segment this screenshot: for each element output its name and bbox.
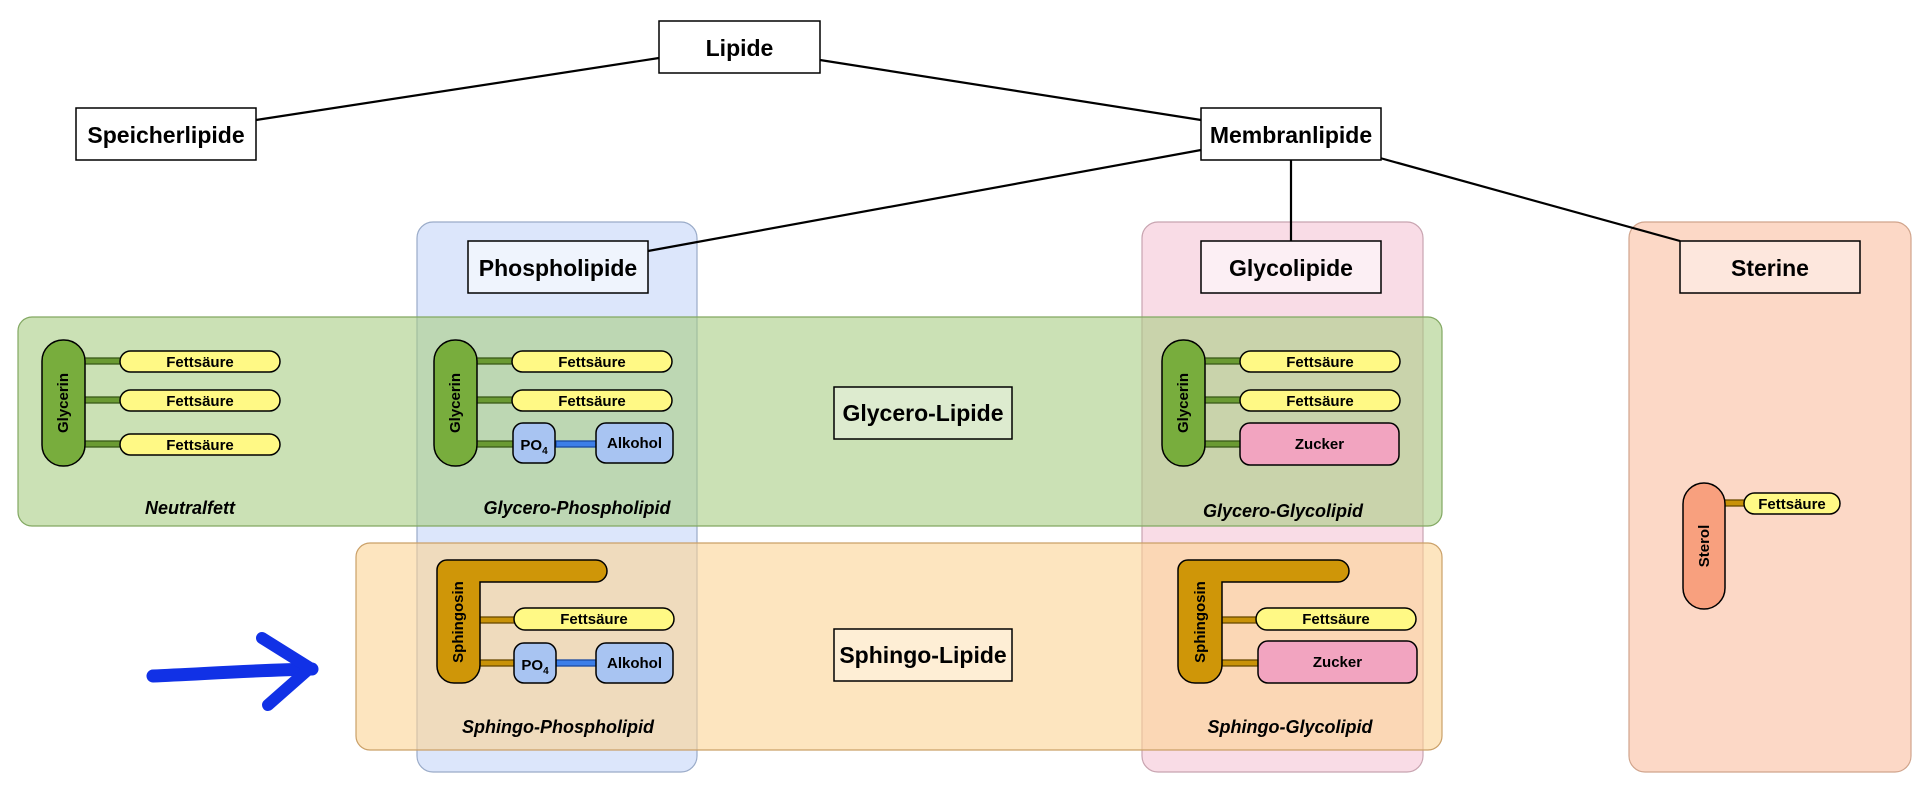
sphingosin-label: Sphingosin	[450, 581, 467, 663]
sphingosin-backbone	[436, 559, 608, 684]
fettsaeure-label: Fettsäure	[558, 354, 626, 371]
phosphate-group	[512, 422, 556, 464]
fettsaeure-chain	[119, 350, 281, 373]
sphingo-glycolipid-caption: Sphingo-Glycolipid	[1208, 717, 1374, 737]
sterol-label: Sterol	[1696, 525, 1713, 568]
glycero-glycolipid-caption: Glycero-Glycolipid	[1203, 501, 1364, 521]
zucker-label: Zucker	[1313, 654, 1362, 671]
lipide-box: Lipide	[658, 20, 821, 74]
hierarchy-connectors	[255, 56, 1681, 253]
fettsaeure-chain	[511, 389, 673, 412]
glycerin-label: Glycerin	[447, 373, 464, 433]
speicherlipide-box: Speicherlipide	[75, 107, 257, 161]
fettsaeure-label: Fettsäure	[1758, 496, 1826, 513]
zucker-group	[1239, 422, 1400, 466]
glycerin-label: Glycerin	[55, 373, 72, 433]
glycero-lipid-band	[17, 316, 1443, 527]
sphingo-glycolipid-molecule: Sphingosin Fettsäure Zucker Sphingo-Glyc…	[1177, 559, 1418, 737]
sphingo-lipide-box: Sphingo-Lipide	[833, 628, 1013, 682]
zucker-group	[1257, 640, 1418, 684]
glycerin-label: Glycerin	[1175, 373, 1192, 433]
neutralfett-caption: Neutralfett	[145, 498, 236, 518]
fettsaeure-label: Fettsäure	[1286, 354, 1354, 371]
sterine-box: Sterine	[1679, 240, 1861, 294]
phosphate-alcohol-link	[555, 659, 599, 667]
fettsaeure-label: Fettsäure	[1302, 611, 1370, 628]
glycero-glycolipid-molecule: Glycerin Fettsäure Fettsäure Zucker Glyc…	[1161, 339, 1401, 521]
glycero-lipide-box: Glycero-Lipide	[833, 386, 1013, 440]
sterine-label: Sterine	[1731, 255, 1809, 281]
fettsaeure-label: Fettsäure	[166, 393, 234, 410]
fettsaeure-chain	[1255, 607, 1417, 631]
fettsaeure-chain	[1239, 350, 1401, 373]
fettsaeure-chain	[119, 389, 281, 412]
fettsaeure-chain	[119, 433, 281, 456]
glycolipide-box: Glycolipide	[1200, 240, 1382, 294]
fettsaeure-label: Fettsäure	[560, 611, 628, 628]
alkohol-group	[595, 642, 674, 684]
phospholipide-box: Phospholipide	[467, 240, 649, 294]
glycerin-backbone	[41, 339, 86, 467]
speicherlipide-label: Speicherlipide	[87, 122, 244, 148]
fettsaeure-label: Fettsäure	[1286, 393, 1354, 410]
fettsaeure-chain	[513, 607, 675, 631]
phosphate-group	[513, 642, 557, 684]
phosphate-label: PO4	[521, 657, 549, 677]
phosphate-label: PO4	[520, 437, 548, 457]
membranlipide-box: Membranlipide	[1200, 107, 1382, 161]
glycerin-backbone	[1161, 339, 1206, 467]
sphingo-phospholipid-molecule: Sphingosin Fettsäure PO4 Alkohol Sphingo…	[436, 559, 675, 737]
fettsaeure-chain	[511, 350, 673, 373]
sphingo-lipide-label: Sphingo-Lipide	[839, 642, 1006, 668]
phospholipide-label: Phospholipide	[479, 255, 637, 281]
sterol-ring	[1682, 482, 1726, 610]
glycero-phospholipid-molecule: Glycerin Fettsäure Fettsäure PO4 Alkohol…	[433, 339, 674, 518]
phosphate-alcohol-link	[555, 440, 599, 448]
fettsaeure-label: Fettsäure	[558, 393, 626, 410]
membranlipide-label: Membranlipide	[1210, 122, 1372, 148]
alkohol-label: Alkohol	[607, 655, 662, 672]
fettsaeure-label: Fettsäure	[166, 354, 234, 371]
fettsaeure-chain	[1743, 492, 1841, 515]
sphingo-lipid-band	[355, 542, 1443, 751]
glycero-phospholipid-caption: Glycero-Phospholipid	[483, 498, 671, 518]
fettsaeure-chain	[1239, 389, 1401, 412]
glycerin-backbone	[433, 339, 478, 467]
alkohol-group	[595, 422, 674, 464]
lipide-label: Lipide	[706, 35, 774, 61]
arrow-right-icon	[146, 632, 319, 711]
neutralfett-molecule: Glycerin Fettsäure Fettsäure Fettsäure N…	[41, 339, 281, 518]
alkohol-label: Alkohol	[607, 435, 662, 452]
zucker-label: Zucker	[1295, 436, 1344, 453]
sphingosin-backbone	[1177, 559, 1350, 684]
glycero-lipide-label: Glycero-Lipide	[842, 400, 1003, 426]
sterol-molecule: Sterol Fettsäure	[1682, 482, 1841, 610]
fettsaeure-label: Fettsäure	[166, 437, 234, 454]
glycolipide-label: Glycolipide	[1229, 255, 1353, 281]
sphingosin-label: Sphingosin	[1192, 581, 1209, 663]
sphingo-phospholipid-caption: Sphingo-Phospholipid	[462, 717, 655, 737]
